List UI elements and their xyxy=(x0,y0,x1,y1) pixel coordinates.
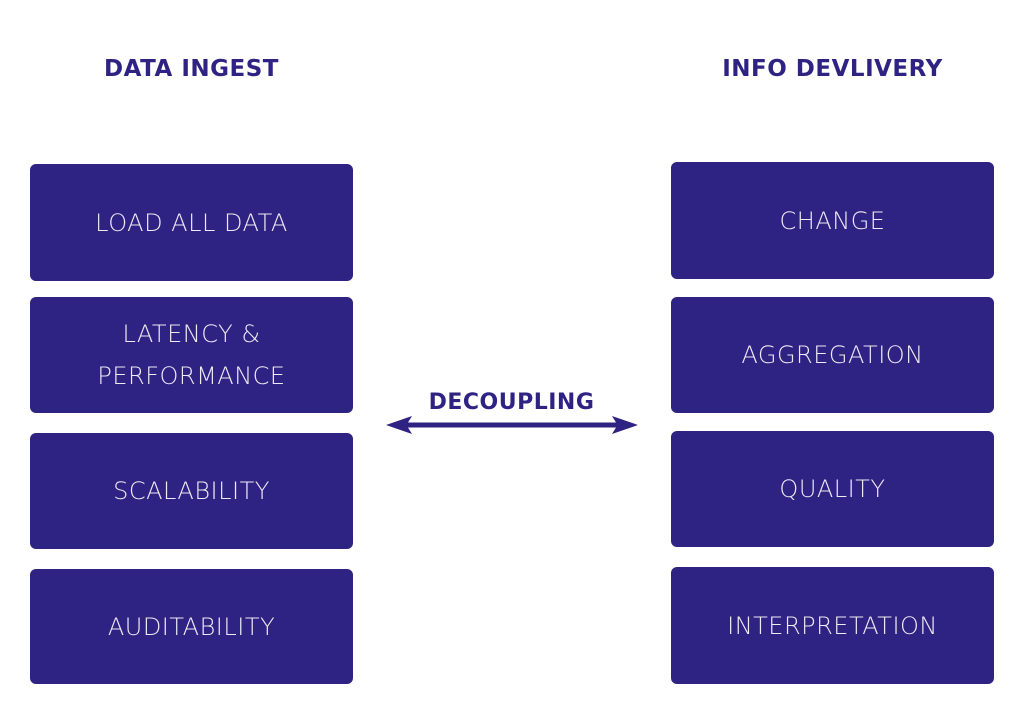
box-label: SCALABILITY xyxy=(113,477,270,505)
box-change: CHANGE xyxy=(671,162,994,279)
box-latency-performance: LATENCY & PERFORMANCE xyxy=(30,297,353,413)
box-label: CHANGE xyxy=(779,206,886,235)
double-arrow-icon xyxy=(386,416,638,434)
box-aggregation: AGGREGATION xyxy=(671,297,994,413)
box-label: LOAD ALL DATA xyxy=(95,208,288,237)
decoupling-label: DECOUPLING xyxy=(428,390,595,415)
box-label-line2: PERFORMANCE xyxy=(97,362,286,390)
data-ingest-title: DATA INGEST xyxy=(104,56,279,82)
box-auditability: AUDITABILITY xyxy=(30,569,353,684)
box-interpretation: INTERPRETATION xyxy=(671,567,994,684)
box-scalability: SCALABILITY xyxy=(30,433,353,549)
info-delivery-title: INFO DEVLIVERY xyxy=(722,56,943,82)
box-label: AUDITABILITY xyxy=(107,612,276,641)
box-load-all-data: LOAD ALL DATA xyxy=(30,164,353,281)
box-label: INTERPRETATION xyxy=(727,611,938,640)
box-label: AGGREGATION xyxy=(741,341,924,369)
box-label-line1: LATENCY & xyxy=(122,320,261,348)
box-quality: QUALITY xyxy=(671,431,994,547)
box-label: QUALITY xyxy=(779,475,886,503)
